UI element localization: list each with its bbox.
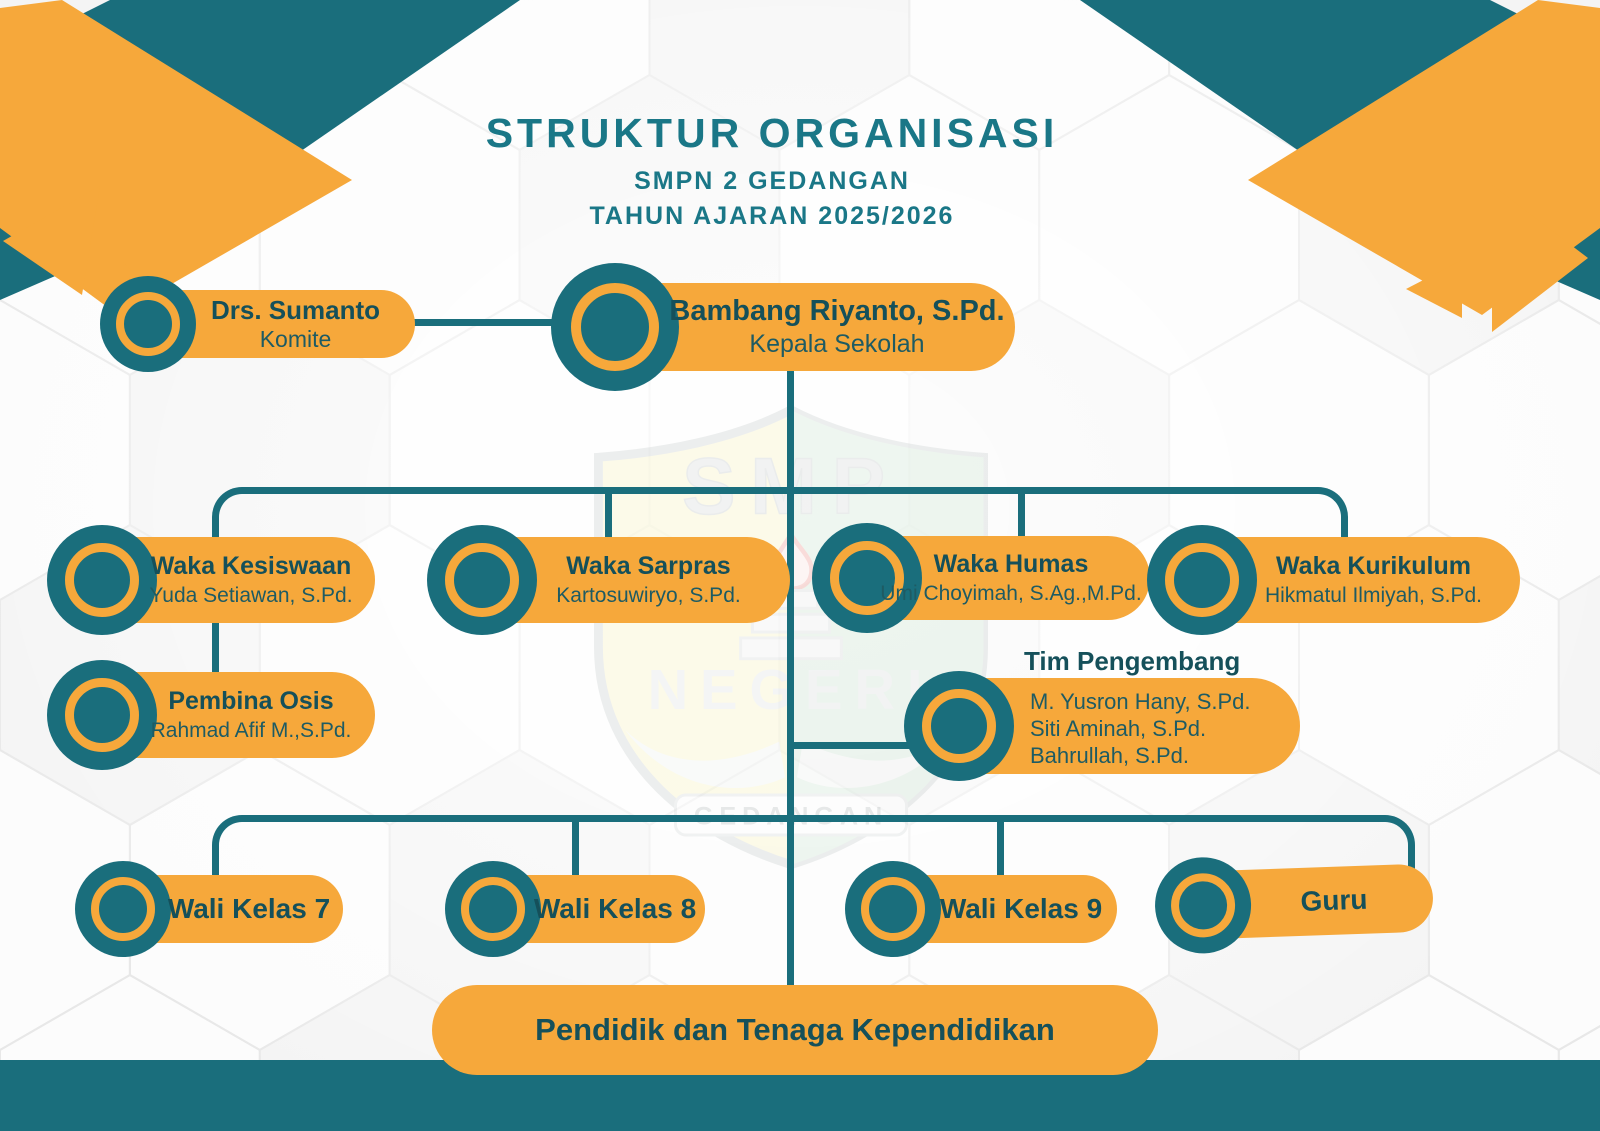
connector-root-vertical [787, 369, 794, 985]
person-name: Drs. Sumanto [210, 295, 381, 325]
node-waka-humas: Waka Humas Umi Choyimah, S.Ag.,M.Pd. [812, 523, 1150, 633]
person-name: Hikmatul Ilmiyah, S.Pd. [1264, 584, 1483, 607]
node-bullet-icon [427, 525, 537, 635]
academic-year: TAHUN AJARAN 2025/2026 [589, 202, 955, 230]
logo-left-wing [625, 729, 786, 789]
role-label: Waka Sarpras [566, 552, 731, 580]
node-bullet-icon [812, 523, 922, 633]
node-bullet-ring-icon [65, 543, 139, 617]
decor-orange-triangle-left [3, 186, 100, 295]
connector-komite-root [413, 319, 559, 326]
decor-orange-triangle-right [1492, 185, 1588, 332]
connector-top-bracket [212, 487, 1348, 537]
node-wali-kelas-9: Wali Kelas 9 [845, 861, 1117, 957]
node-wali-kelas-7: Wali Kelas 7 [75, 861, 343, 957]
node-guru: Guru [1153, 855, 1435, 955]
node-bullet-ring-icon [1165, 543, 1239, 617]
role-label: Guru [1299, 883, 1368, 917]
role-label: Waka Humas [933, 550, 1089, 578]
node-pembina-osis: Pembina Osis Rahmad Afif M.,S.Pd. [47, 660, 375, 770]
node-tim-pengembang: Tim Pengembang M. Yusron Hany, S.Pd. Sit… [904, 646, 1300, 781]
role-label: Waka Kesiswaan [150, 552, 352, 580]
node-bullet-ring-icon [65, 678, 139, 752]
node-bullet-ring-icon [445, 543, 519, 617]
role-label: Komite [259, 326, 332, 352]
node-bullet-ring-icon [116, 292, 180, 356]
person-name: Kartosuwiryo, S.Pd. [556, 584, 741, 607]
node-bullet-icon [845, 861, 941, 957]
connector-drop-sarpras [605, 490, 612, 537]
node-wali-kelas-8: Wali Kelas 8 [445, 861, 705, 957]
node-bullet-ring-icon [91, 877, 155, 941]
node-waka-kurikulum: Waka Kurikulum Hikmatul Ilmiyah, S.Pd. [1147, 525, 1520, 635]
connector-drop-wali8 [572, 818, 579, 875]
connector-tim-pengembang [787, 742, 945, 749]
role-label: Wali Kelas 8 [533, 893, 697, 924]
role-label: Pembina Osis [168, 687, 334, 715]
node-bullet-ring-icon [861, 877, 925, 941]
node-waka-sarpras: Waka Sarpras Kartosuwiryo, S.Pd. [427, 525, 790, 635]
page-title: STRUKTUR ORGANISASI [485, 110, 1059, 156]
role-label: Waka Kurikulum [1276, 552, 1471, 580]
connector-kesiswaan-pembina [212, 620, 219, 676]
connector-drop-wali9 [997, 818, 1004, 875]
school-name: SMPN 2 GEDANGAN [634, 167, 910, 195]
connector-bottom-bracket [212, 815, 1415, 875]
node-bullet-ring-icon [461, 877, 525, 941]
person-name: Rahmad Afif M.,S.Pd. [150, 719, 352, 742]
node-bullet-ring-icon [922, 689, 996, 763]
node-kepala-sekolah: Bambang Riyanto, S.Pd. Kepala Sekolah [551, 263, 1015, 391]
node-bullet-icon [551, 263, 679, 391]
node-pendidik-tenaga-kependidikan: Pendidik dan Tenaga Kependidikan [432, 985, 1158, 1075]
person-name: Bambang Riyanto, S.Pd. [669, 295, 1005, 327]
node-bullet-icon [47, 525, 157, 635]
member-name: Bahrullah, S.Pd. [1030, 743, 1189, 768]
poster-header: STRUKTUR ORGANISASI SMPN 2 GEDANGAN TAHU… [172, 110, 1372, 231]
role-label: Tim Pengembang [1024, 646, 1241, 676]
node-bullet-icon [75, 861, 171, 957]
member-name: M. Yusron Hany, S.Pd. [1030, 689, 1251, 714]
member-name: Siti Aminah, S.Pd. [1030, 716, 1207, 741]
connector-drop-humas [1018, 490, 1025, 537]
node-bullet-icon [1147, 525, 1257, 635]
logo-top-text: SMP [682, 442, 900, 531]
node-bullet-icon [100, 276, 196, 372]
logo-right-wing [796, 729, 957, 789]
node-bullet-icon [904, 671, 1014, 781]
role-label: Wali Kelas 9 [939, 893, 1103, 924]
logo-middle-text: NEGERI [648, 658, 935, 721]
node-komite: Drs. Sumanto Komite [100, 276, 415, 372]
decor-orange-small-triangle-right [1406, 260, 1462, 318]
role-label: Kepala Sekolah [749, 330, 925, 358]
role-label: Wali Kelas 7 [167, 893, 331, 924]
node-bullet-icon [445, 861, 541, 957]
person-name: Umi Choyimah, S.Ag.,M.Pd. [880, 582, 1142, 605]
footer-label: Pendidik dan Tenaga Kependidikan [535, 1012, 1055, 1047]
node-bullet-ring-icon [571, 283, 659, 371]
node-waka-kesiswaan: Waka Kesiswaan Yuda Setiawan, S.Pd. [47, 525, 375, 635]
node-bullet-icon [47, 660, 157, 770]
person-name: Yuda Setiawan, S.Pd. [149, 584, 353, 607]
node-bullet-ring-icon [830, 541, 904, 615]
